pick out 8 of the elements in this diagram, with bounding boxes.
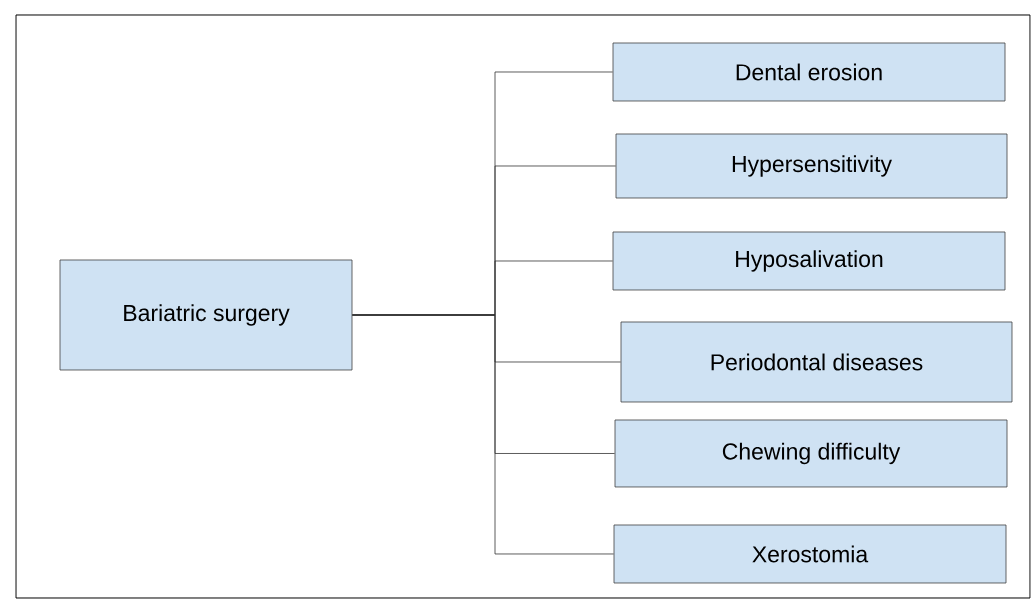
text-box: Hypersensitivity (615, 133, 1008, 199)
text-box: Chewing difficulty (614, 419, 1008, 488)
text-box: Hyposalivation (612, 231, 1006, 291)
text-box: Periodontal diseases (620, 321, 1013, 403)
text-box: Dental erosion (612, 42, 1006, 102)
text-box: Xerostomia (613, 524, 1007, 584)
text-box: Bariatric surgery (59, 259, 353, 371)
connector (352, 314, 614, 555)
